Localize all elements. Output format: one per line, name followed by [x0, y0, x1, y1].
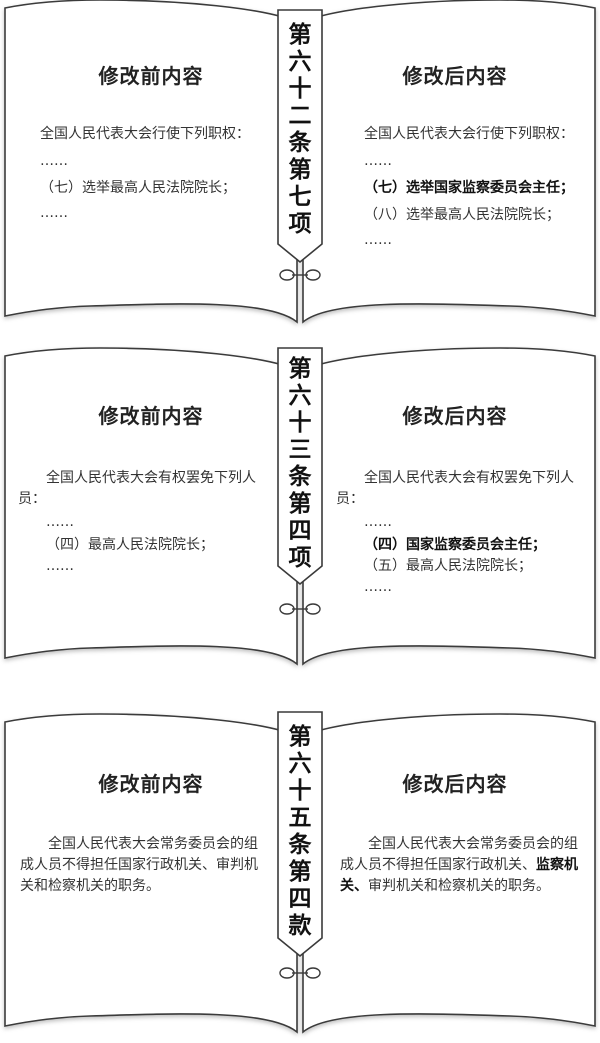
before-content: 全国人民代表大会常务委员会的组成人员不得担任国家行政机关、审判机关和检察机关的职… — [20, 834, 260, 897]
after-heading: 修改后内容 — [340, 60, 570, 89]
paragraph: 全国人民代表大会行使下列职权： — [12, 124, 262, 145]
after-content: 全国人民代表大会常务委员会的组成人员不得担任国家行政机关、监察机关、审判机关和检… — [340, 834, 580, 897]
paragraph: （七）选举最高人民法院院长； — [12, 178, 262, 199]
after-content: 全国人民代表大会有权罢免下列人员： …… （四）国家监察委员会主任； （五）最高… — [336, 468, 590, 598]
comparison-section-1: 第六十二条第七项 修改前内容 修改后内容 全国人民代表大会行使下列职权： …… … — [0, 0, 600, 330]
article-ribbon-label: 第六十二条第七项 — [280, 22, 320, 238]
paragraph: …… — [336, 577, 590, 598]
paragraph: （四）最高人民法院院长； — [18, 535, 272, 556]
paragraph: 全国人民代表大会有权罢免下列人员： — [336, 468, 590, 510]
comparison-section-3: 第六十五条第四款 修改前内容 修改后内容 全国人民代表大会常务委员会的组成人员不… — [0, 706, 600, 1043]
after-heading: 修改后内容 — [340, 768, 570, 797]
before-heading: 修改前内容 — [36, 768, 266, 797]
paragraph: …… — [336, 230, 584, 251]
paragraph: …… — [18, 556, 272, 577]
article-ribbon-label: 第六十三条第四项 — [280, 356, 320, 572]
after-content: 全国人民代表大会行使下列职权： …… （七）选举国家监察委员会主任； （八）选举… — [336, 124, 584, 251]
before-content: 全国人民代表大会有权罢免下列人员： …… （四）最高人民法院院长； …… — [18, 468, 272, 577]
paragraph: …… — [336, 512, 590, 533]
paragraph-highlight: （四）国家监察委员会主任； — [336, 535, 590, 556]
paragraph: …… — [12, 203, 262, 224]
paragraph: 全国人民代表大会有权罢免下列人员： — [18, 468, 272, 510]
paragraph-highlight: （七）选举国家监察委员会主任； — [336, 178, 584, 199]
paragraph-with-highlight: 全国人民代表大会常务委员会的组成人员不得担任国家行政机关、监察机关、审判机关和检… — [340, 834, 580, 897]
paragraph: （五）最高人民法院院长； — [336, 556, 590, 577]
before-heading: 修改前内容 — [36, 400, 266, 429]
paragraph: 全国人民代表大会行使下列职权： — [336, 124, 584, 145]
before-heading: 修改前内容 — [36, 60, 266, 89]
paragraph: 全国人民代表大会常务委员会的组成人员不得担任国家行政机关、审判机关和检察机关的职… — [20, 834, 260, 897]
text-run: 审判机关和检察机关的职务。 — [368, 878, 550, 894]
paragraph: …… — [336, 151, 584, 172]
comparison-section-2: 第六十三条第四项 修改前内容 修改后内容 全国人民代表大会有权罢免下列人员： …… — [0, 346, 600, 672]
paragraph: （八）选举最高人民法院院长； — [336, 205, 584, 226]
after-heading: 修改后内容 — [340, 400, 570, 429]
paragraph: …… — [18, 512, 272, 533]
paragraph: …… — [12, 151, 262, 172]
before-content: 全国人民代表大会行使下列职权： …… （七）选举最高人民法院院长； …… — [12, 124, 262, 224]
article-ribbon-label: 第六十五条第四款 — [280, 724, 320, 940]
